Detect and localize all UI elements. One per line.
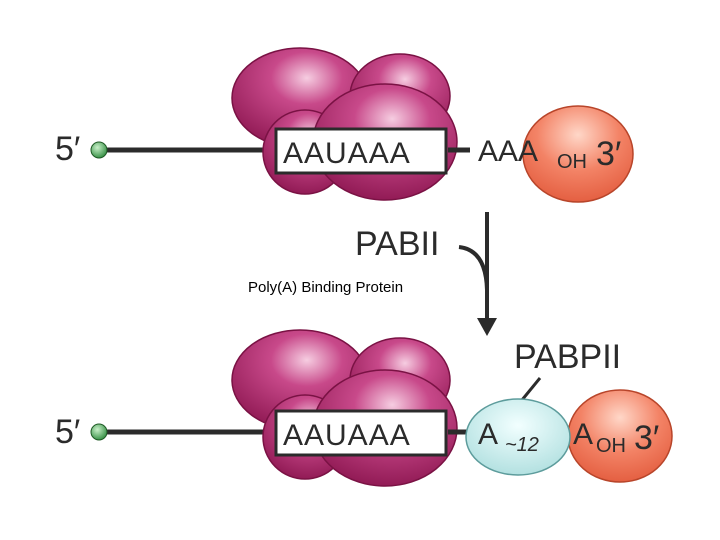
pabii-label: PABII xyxy=(355,225,439,263)
top-mrna: 5′ AAUAAA AAA OH 3′ xyxy=(55,47,634,203)
reaction-arrow-curve xyxy=(458,245,489,291)
bottom-a-count-text: ~12 xyxy=(505,434,539,456)
bottom-signal-box xyxy=(274,409,448,457)
pabpii-pointer xyxy=(520,377,542,401)
bottom-mrna: 5′ AAUAAA PABPII A ~12 A OH 3′ xyxy=(55,329,673,487)
bottom-a-base-text: A xyxy=(478,418,498,451)
bottom-five-prime-label: 5′ xyxy=(55,413,80,451)
top-tail-text: AAA xyxy=(478,135,538,168)
top-cap-dot xyxy=(90,141,108,159)
top-signal-text: AAUAAA xyxy=(283,137,411,170)
pabpii-label: PABPII xyxy=(514,338,621,376)
top-signal-box xyxy=(274,127,448,175)
top-oh-text: OH xyxy=(557,151,587,173)
pabpii-protein xyxy=(465,398,571,476)
bottom-oh-text: OH xyxy=(596,435,626,457)
bottom-three-prime-label: 3′ xyxy=(634,419,659,457)
top-three-prime-label: 3′ xyxy=(596,135,621,173)
bottom-signal-text: AAUAAA xyxy=(283,419,411,452)
top-cpsf-complex xyxy=(231,47,458,201)
poly-a-binding-protein-caption: Poly(A) Binding Protein xyxy=(248,279,403,296)
bottom-tail-text: A xyxy=(573,418,593,451)
transition: PABII Poly(A) Binding Protein xyxy=(248,212,497,336)
top-cleavage-factor xyxy=(522,105,634,203)
reaction-arrow-head xyxy=(477,318,497,336)
bottom-cap-dot xyxy=(90,423,108,441)
bottom-cpsf-complex xyxy=(231,329,458,487)
top-five-prime-label: 5′ xyxy=(55,130,80,168)
